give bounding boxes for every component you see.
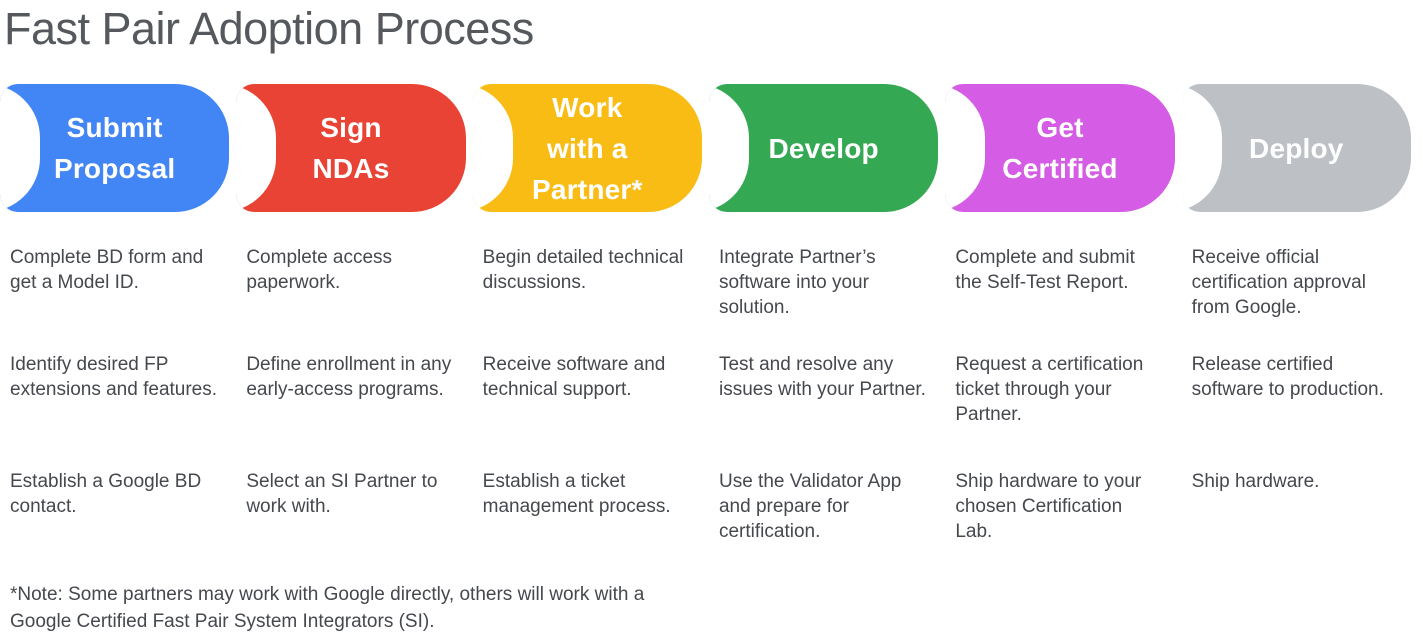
stage-step: Request a certification ticket through y… xyxy=(955,354,1144,425)
stage-step: Select an SI Partner to work with. xyxy=(246,471,438,517)
stage-step: Receive official certification approval … xyxy=(1191,247,1366,318)
stage-step: Use the Validator App and prepare for ce… xyxy=(718,471,902,542)
stage-deploy: Deploy Receive official certification ap… xyxy=(1181,84,1411,581)
stage-develop: Develop Integrate Partner’s software int… xyxy=(708,84,939,581)
process-stages: Submit Proposal Complete BD form and get… xyxy=(0,84,1411,581)
stage-label: Work with a Partner* xyxy=(532,91,643,205)
stage-shape-submit-proposal: Submit Proposal xyxy=(0,84,230,212)
stage-sign-ndas: Sign NDAs Complete access paperwork. Def… xyxy=(236,84,466,581)
stage-steps: Integrate Partner’s software into your s… xyxy=(709,245,938,581)
stage-step: Ship hardware. xyxy=(1191,471,1320,492)
stage-shape-deploy: Deploy xyxy=(1181,84,1411,212)
stage-shape-develop: Develop xyxy=(708,84,939,212)
stage-step: Complete access paperwork. xyxy=(246,247,393,293)
stage-step: Establish a Google BD contact. xyxy=(10,471,202,517)
stage-steps: Complete BD form and get a Model ID. Ide… xyxy=(0,245,229,581)
stage-shape-work-with-partner: Work with a Partner* xyxy=(472,84,702,212)
stage-label: Submit Proposal xyxy=(53,112,176,184)
stage-label: Sign NDAs xyxy=(312,112,390,184)
stage-label: Develop xyxy=(768,132,879,164)
stage-step: Begin detailed technical discussions. xyxy=(482,247,684,293)
stage-label: Deploy xyxy=(1249,132,1344,164)
stage-step: Integrate Partner’s software into your s… xyxy=(718,247,876,318)
stage-step: Establish a ticket management process. xyxy=(482,471,671,517)
stage-shape-sign-ndas: Sign NDAs xyxy=(236,84,466,212)
stage-step: Release certified software to production… xyxy=(1191,354,1384,400)
stage-step: Test and resolve any issues with your Pa… xyxy=(718,354,926,400)
stage-step: Complete BD form and get a Model ID. xyxy=(10,247,204,293)
stage-get-certified: Get Certified Complete and submit the Se… xyxy=(945,84,1175,581)
stage-steps: Complete access paperwork. Define enroll… xyxy=(236,245,465,581)
stage-steps: Complete and submit the Self-Test Report… xyxy=(945,245,1174,581)
stage-shape-get-certified: Get Certified xyxy=(945,84,1175,212)
stage-steps: Receive official certification approval … xyxy=(1182,245,1411,581)
stage-label: Get Certified xyxy=(1002,112,1118,184)
stage-submit-proposal: Submit Proposal Complete BD form and get… xyxy=(0,84,230,581)
stage-step: Receive software and technical support. xyxy=(482,354,666,400)
stage-work-with-partner: Work with a Partner* Begin detailed tech… xyxy=(472,84,702,581)
footnote: *Note: Some partners may work with Googl… xyxy=(10,584,645,632)
stage-step: Define enrollment in any early-access pr… xyxy=(246,354,452,400)
stage-step: Ship hardware to your chosen Certificati… xyxy=(955,471,1142,542)
stage-steps: Begin detailed technical discussions. Re… xyxy=(473,245,702,581)
page-title: Fast Pair Adoption Process xyxy=(4,3,534,54)
stage-step: Identify desired FP extensions and featu… xyxy=(10,354,218,400)
stage-step: Complete and submit the Self-Test Report… xyxy=(955,247,1135,293)
